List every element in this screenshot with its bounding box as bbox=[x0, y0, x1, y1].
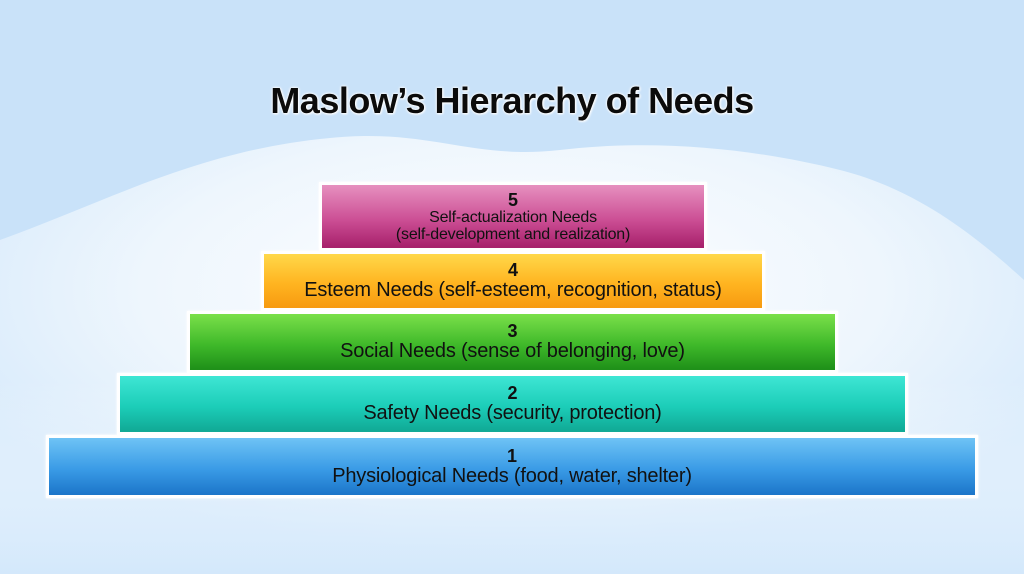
pyramid-level-4: 4 Esteem Needs (self-esteem, recognition… bbox=[261, 251, 765, 311]
pyramid-level-1: 1 Physiological Needs (food, water, shel… bbox=[46, 435, 978, 498]
level-label: Physiological Needs (food, water, shelte… bbox=[332, 464, 692, 487]
pyramid-level-5: 5 Self-actualization Needs (self-develop… bbox=[319, 182, 707, 251]
level-label-line1: Self-actualization Needs bbox=[429, 208, 597, 226]
level-number: 4 bbox=[507, 260, 518, 280]
level-label: Esteem Needs (self-esteem, recognition, … bbox=[304, 279, 722, 301]
level-number: 2 bbox=[507, 383, 518, 403]
level-number: 1 bbox=[506, 445, 517, 466]
level-number: 5 bbox=[507, 189, 518, 210]
pyramid-level-3: 3 Social Needs (sense of belonging, love… bbox=[187, 311, 838, 373]
pyramid-level-2: 2 Safety Needs (security, protection) bbox=[117, 373, 908, 435]
level-label: Safety Needs (security, protection) bbox=[363, 402, 662, 424]
level-number: 3 bbox=[507, 321, 518, 341]
level-label-line2: (self-development and realization) bbox=[395, 225, 631, 243]
page-title: Maslow’s Hierarchy of Needs bbox=[270, 80, 754, 121]
level-label: Social Needs (sense of belonging, love) bbox=[340, 340, 685, 362]
